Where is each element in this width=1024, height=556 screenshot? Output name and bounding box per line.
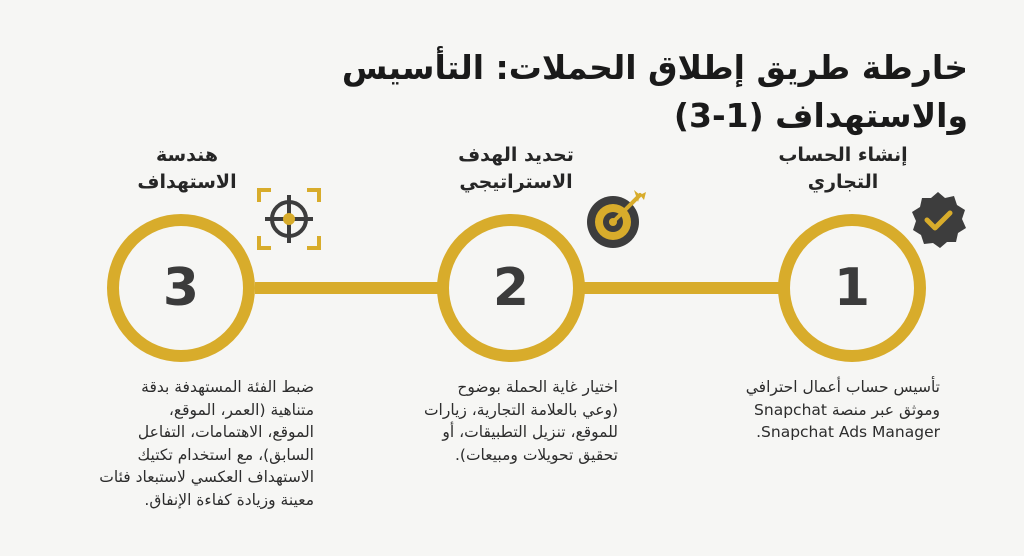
step-3-number: 3 xyxy=(162,258,200,318)
step-3-description: ضبط الفئة المستهدفة بدقة متناهية (العمر،… xyxy=(99,378,314,509)
step-1-description: تأسيس حساب أعمال احترافي وموثق عبر منصة … xyxy=(745,378,940,441)
step-3-circle: 3 xyxy=(107,214,255,362)
step-1-title: إنشاء الحساب التجاري xyxy=(778,144,908,193)
step-2-description: اختيار غاية الحملة بوضوح (وعي بالعلامة ا… xyxy=(423,378,618,464)
page-title: خارطة طريق إطلاق الحملات: التأسيس والاست… xyxy=(328,44,968,140)
step-2-title: تحديد الهدف الاستراتيجي xyxy=(458,144,574,193)
crosshair-center-dot xyxy=(283,213,295,225)
crosshair-bracket-bottom-left xyxy=(257,236,271,250)
target-arrow-shaft xyxy=(613,193,642,222)
crosshair-icon xyxy=(257,188,321,250)
step-2-circle: 2 xyxy=(437,214,585,362)
step-1-number: 1 xyxy=(833,258,871,318)
page-title-line-2: والاستهداف (1-3) xyxy=(673,96,968,135)
target-arrow-fletching xyxy=(634,190,646,202)
step-2-number: 2 xyxy=(492,258,530,318)
step-3-title: هندسة الاستهداف xyxy=(137,144,237,193)
crosshair-bracket-bottom-right xyxy=(307,236,321,250)
verified-badge-icon xyxy=(912,192,966,248)
verified-badge-shape xyxy=(912,192,966,248)
step-1-circle: 1 xyxy=(778,214,926,362)
timeline-connector-2-1 xyxy=(580,282,790,294)
page-title-line-1: خارطة طريق إطلاق الحملات: التأسيس xyxy=(341,48,968,87)
verified-check-mark xyxy=(924,210,953,231)
target-arrow-icon xyxy=(587,190,646,248)
timeline-connector-3-2 xyxy=(255,282,450,294)
crosshair-bracket-top-left xyxy=(257,188,271,202)
crosshair-bracket-top-right xyxy=(307,188,321,202)
